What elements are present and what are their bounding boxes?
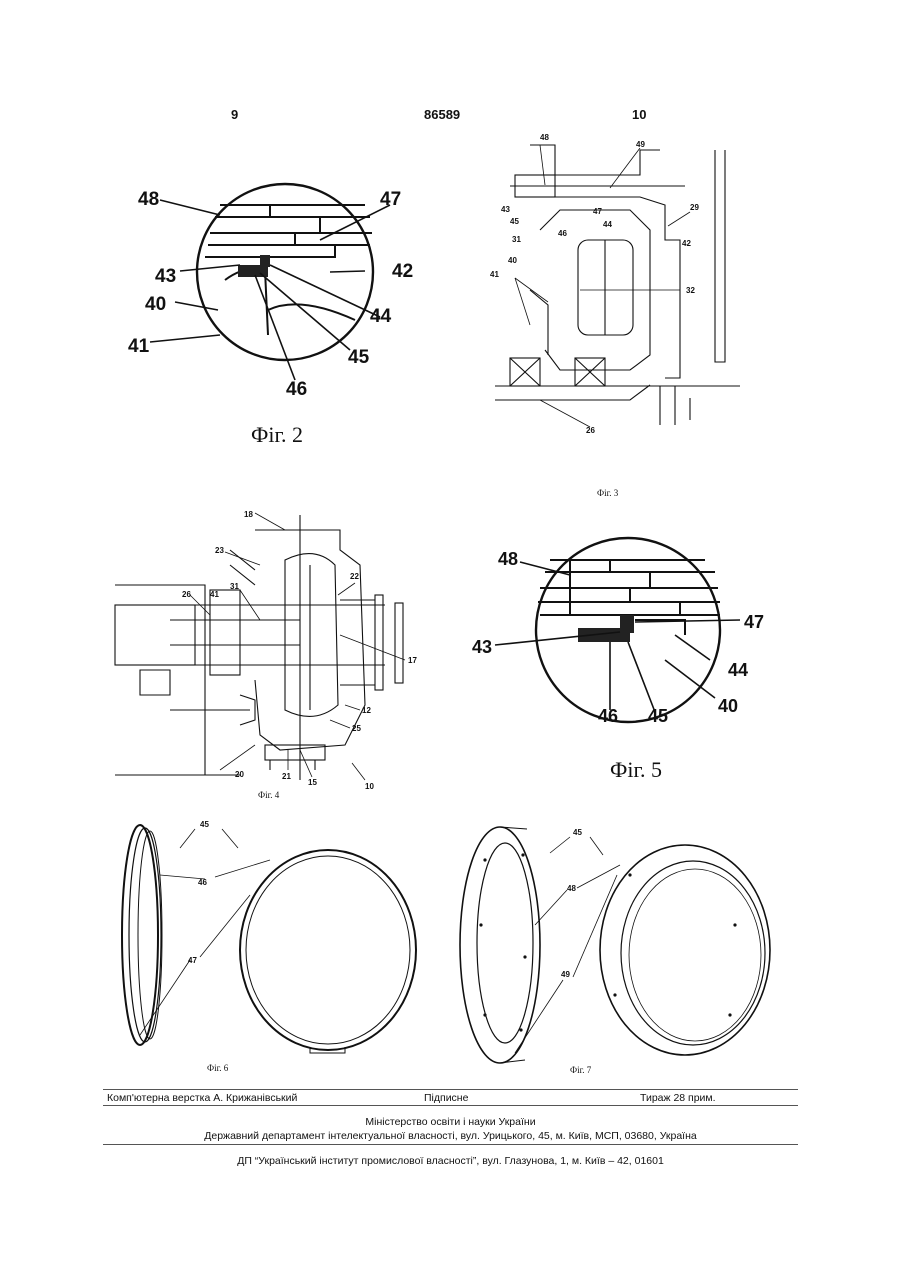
fig5-label-2: 47 xyxy=(744,612,764,632)
figure-2-drawing: 48 47 43 42 40 44 41 45 46 xyxy=(120,185,420,405)
fig3-label-4: 47 xyxy=(593,207,602,216)
patent-number: 86589 xyxy=(424,107,460,122)
fig3-label-9: 42 xyxy=(682,239,691,248)
fig4-label-9: 25 xyxy=(352,724,361,733)
figure-4-caption: Фіг. 4 xyxy=(258,790,279,800)
fig3-label-8: 29 xyxy=(690,203,699,212)
fig5-label-5: 40 xyxy=(718,696,738,716)
fig4-label-4: 31 xyxy=(230,582,239,591)
page-number-left: 9 xyxy=(231,107,238,122)
fig4-label-13: 10 xyxy=(365,782,374,791)
fig2-label-3: 43 xyxy=(155,266,176,287)
figure-3-drawing: 48 49 43 47 45 44 46 29 42 31 40 32 41 2… xyxy=(490,130,750,440)
figure-2-caption: Фіг. 2 xyxy=(251,422,303,448)
fig4-label-2: 23 xyxy=(215,546,224,555)
figure-5-drawing: 48 47 43 44 40 46 45 xyxy=(470,540,780,730)
footer-department: Державний департамент інтелектуальної вл… xyxy=(103,1130,798,1142)
fig4-label-6: 26 xyxy=(182,590,191,599)
fig2-label-5: 40 xyxy=(145,294,166,315)
figure-7-drawing: 45 48 49 xyxy=(455,815,785,1065)
footer-divider-bottom xyxy=(103,1144,798,1145)
fig3-label-10: 31 xyxy=(512,235,521,244)
fig3-label-2: 49 xyxy=(636,140,645,149)
figure-4-drawing: 18 23 22 31 41 26 17 12 25 20 21 15 10 xyxy=(110,505,420,795)
figure-4: 18 23 22 31 41 26 17 12 25 20 21 15 10 xyxy=(110,505,420,795)
footer-divider-top xyxy=(103,1089,798,1090)
fig5-label-3: 43 xyxy=(472,637,492,657)
fig4-label-11: 21 xyxy=(282,772,291,781)
figure-7: 45 48 49 xyxy=(455,815,785,1065)
fig6-label-1: 45 xyxy=(200,820,209,829)
fig3-label-3: 43 xyxy=(501,205,510,214)
figure-3: 48 49 43 47 45 44 46 29 42 31 40 32 41 2… xyxy=(490,130,750,440)
fig4-label-10: 20 xyxy=(235,770,244,779)
fig3-label-6: 44 xyxy=(603,220,612,229)
footer-institute: ДП “Український інститут промислової вла… xyxy=(103,1155,798,1167)
fig2-label-4: 42 xyxy=(392,261,413,282)
fig3-label-11: 40 xyxy=(508,256,517,265)
fig3-label-1: 48 xyxy=(540,133,549,142)
footer-ministry: Міністерство освіти і науки України xyxy=(103,1116,798,1128)
fig7-label-3: 49 xyxy=(561,970,570,979)
fig2-label-6: 44 xyxy=(370,306,392,327)
footer-layout-credit: Комп'ютерна верстка А. Крижанівський xyxy=(107,1092,297,1104)
figure-6-caption: Фіг. 6 xyxy=(207,1063,228,1073)
fig2-label-2: 47 xyxy=(380,189,401,210)
figure-3-caption: Фіг. 3 xyxy=(597,488,618,498)
footer-signed: Підписне xyxy=(424,1092,468,1104)
fig4-label-5: 41 xyxy=(210,590,219,599)
figure-6: 45 46 47 xyxy=(110,815,430,1060)
fig6-label-3: 47 xyxy=(188,956,197,965)
fig5-label-6: 46 xyxy=(598,706,618,726)
fig5-label-7: 45 xyxy=(648,706,668,726)
fig2-label-9: 46 xyxy=(286,379,307,400)
page-number-right: 10 xyxy=(632,107,646,122)
fig4-label-1: 18 xyxy=(244,510,253,519)
footer-divider-middle xyxy=(103,1105,798,1106)
fig7-label-1: 45 xyxy=(573,828,582,837)
fig3-label-12: 32 xyxy=(686,286,695,295)
fig4-label-8: 12 xyxy=(362,706,371,715)
fig5-label-1: 48 xyxy=(498,549,518,569)
figure-6-drawing: 45 46 47 xyxy=(110,815,430,1060)
fig3-label-5: 45 xyxy=(510,217,519,226)
fig3-label-14: 26 xyxy=(586,426,595,435)
fig5-label-4: 44 xyxy=(728,660,748,680)
footer-circulation: Тираж 28 прим. xyxy=(640,1092,716,1104)
fig3-label-13: 41 xyxy=(490,270,499,279)
figure-7-caption: Фіг. 7 xyxy=(570,1065,591,1075)
fig2-label-1: 48 xyxy=(138,189,159,210)
figure-5: 48 47 43 44 40 46 45 xyxy=(470,540,780,730)
fig4-label-7: 17 xyxy=(408,656,417,665)
fig2-label-7: 41 xyxy=(128,336,150,357)
figure-2: 48 47 43 42 40 44 41 45 46 xyxy=(120,185,420,405)
figure-5-caption: Фіг. 5 xyxy=(610,757,662,783)
fig7-label-2: 48 xyxy=(567,884,576,893)
fig6-label-2: 46 xyxy=(198,878,207,887)
fig4-label-3: 22 xyxy=(350,572,359,581)
fig4-label-12: 15 xyxy=(308,778,317,787)
fig3-label-7: 46 xyxy=(558,229,567,238)
fig2-label-8: 45 xyxy=(348,347,370,368)
